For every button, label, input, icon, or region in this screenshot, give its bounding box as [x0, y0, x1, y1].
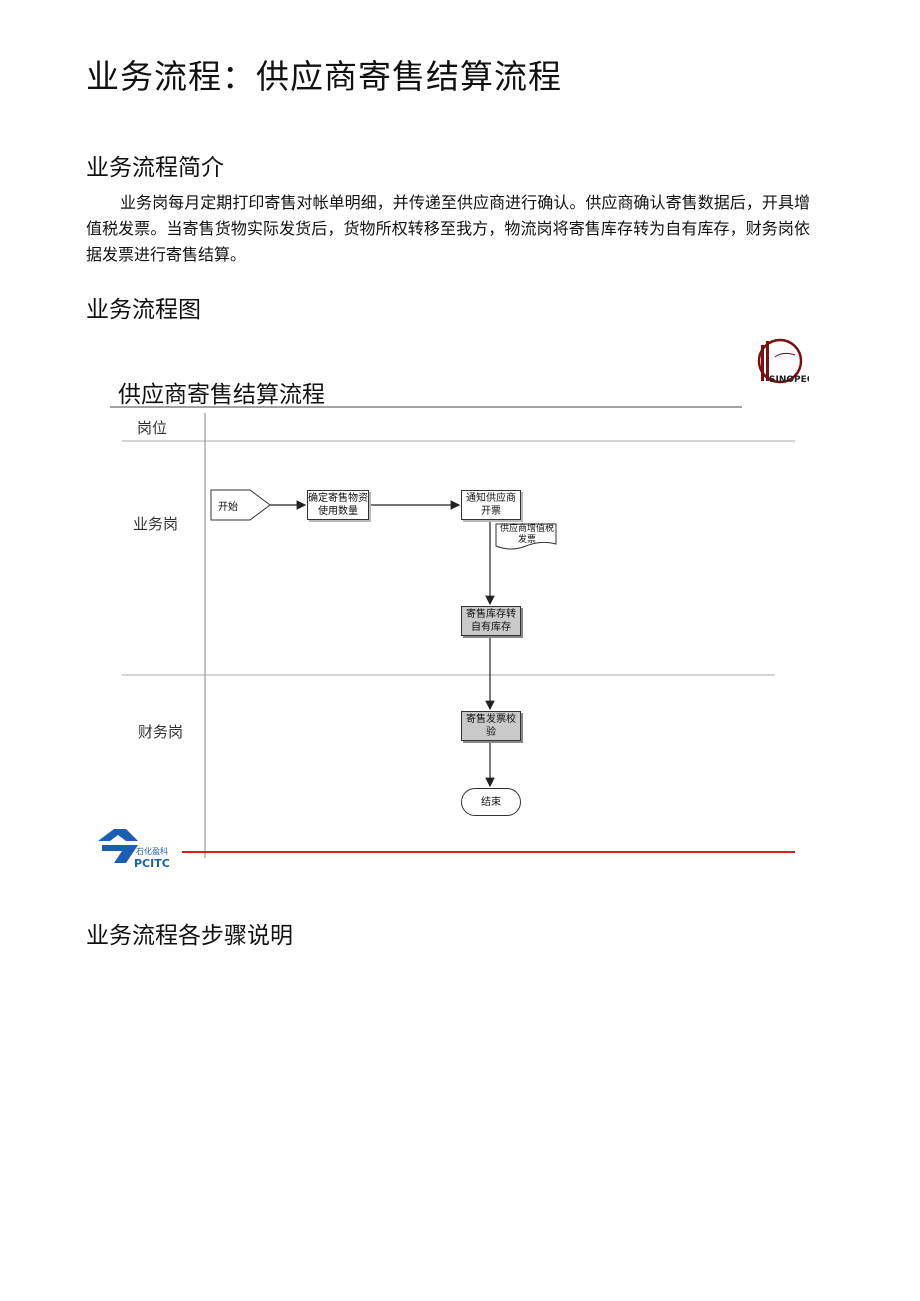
start-shape: [210, 489, 271, 521]
node-invoice-document: 供应商增值税发票: [499, 524, 554, 545]
pcitc-logo-cn: 石化盈科: [136, 847, 168, 856]
sinopec-logo-text: SINOPEC: [769, 375, 809, 385]
intro-paragraph: 业务岗每月定期打印寄售对帐单明细，并传递至供应商进行确认。供应商确认寄售数据后，…: [86, 193, 810, 264]
lane-label-business: 业务岗: [133, 515, 179, 533]
flowchart-title: 供应商寄售结算流程: [118, 382, 325, 408]
pcitc-logo: [96, 823, 180, 873]
node-start: 开始: [218, 502, 238, 513]
lane-label-finance: 财务岗: [138, 723, 184, 741]
node-notify-supplier: 通知供应商开票: [461, 490, 521, 520]
sinopec-logo: SINOPEC: [753, 337, 814, 387]
node-invoice-verify: 寄售发票校验: [461, 711, 521, 741]
lane-header-label: 岗位: [137, 419, 168, 437]
node-transfer-inventory: 寄售库存转自有库存: [461, 606, 521, 636]
steps-heading: 业务流程各步骤说明: [86, 923, 293, 949]
page-title: 业务流程：供应商寄售结算流程: [86, 57, 562, 96]
diagram-heading: 业务流程图: [86, 297, 201, 323]
pcitc-logo-en: PCITC: [134, 857, 170, 870]
invoice-document-shape: [495, 523, 557, 550]
pcitc-emblem-icon: [98, 829, 138, 863]
node-confirm-quantity: 确定寄售物资使用数量: [307, 490, 369, 520]
intro-heading: 业务流程简介: [86, 155, 224, 181]
node-end: 结束: [461, 788, 521, 816]
